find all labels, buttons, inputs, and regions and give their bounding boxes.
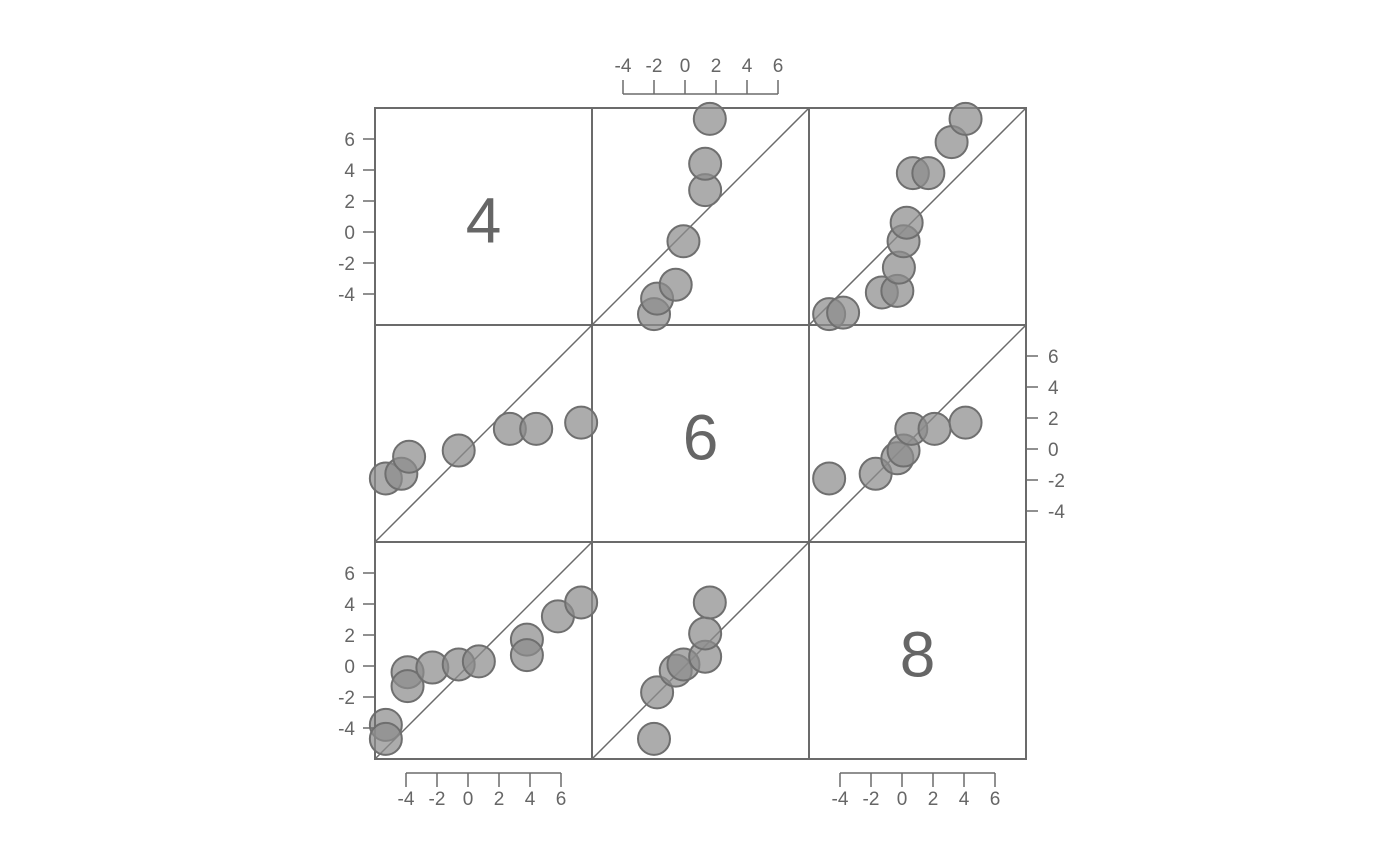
- x-tick-label: 0: [680, 56, 691, 77]
- y-tick-label: 0: [1048, 440, 1059, 461]
- data-point: [519, 411, 554, 446]
- data-point: [564, 405, 599, 440]
- x-tick-label: 0: [897, 789, 908, 810]
- data-point: [948, 101, 983, 136]
- x-tick-label: 4: [959, 789, 970, 810]
- data-points: [368, 101, 983, 756]
- data-point: [692, 101, 727, 136]
- y-tick-label: -2: [1048, 471, 1065, 492]
- y-tick-label: 6: [344, 564, 355, 585]
- data-point: [688, 146, 723, 181]
- reference-line-3: [374, 324, 593, 543]
- y-tick-label: -4: [1048, 502, 1065, 523]
- data-point: [390, 669, 425, 704]
- data-point: [368, 721, 403, 756]
- data-point: [392, 439, 427, 474]
- data-point: [911, 156, 946, 191]
- panel-frame-r2-c2: [808, 541, 1027, 760]
- x-tick-label: 2: [711, 56, 722, 77]
- data-point: [826, 295, 861, 330]
- y-tick-label: 4: [344, 595, 355, 616]
- data-point: [640, 675, 675, 710]
- data-point: [637, 721, 671, 756]
- x-tick-label: -2: [646, 56, 663, 77]
- data-point: [688, 616, 723, 651]
- data-point: [889, 205, 924, 240]
- x-tick-label: 6: [773, 56, 784, 77]
- data-point: [564, 585, 599, 620]
- y-tick-label: 6: [1048, 347, 1059, 368]
- y-tick-label: -4: [338, 719, 355, 740]
- data-point: [658, 267, 693, 302]
- y-tick-label: -2: [338, 688, 355, 709]
- data-point: [509, 638, 544, 673]
- y-tick-label: 2: [344, 192, 355, 213]
- y-tick-label: -2: [338, 254, 355, 275]
- y-tick-label: 0: [344, 223, 355, 244]
- y-tick-label: 2: [1048, 409, 1059, 430]
- x-tick-label: 2: [494, 789, 505, 810]
- y-tick-label: 4: [344, 161, 355, 182]
- x-tick-label: -4: [832, 789, 849, 810]
- y-tick-label: 0: [344, 657, 355, 678]
- data-point: [917, 411, 952, 446]
- x-tick-label: -2: [429, 789, 446, 810]
- data-point: [692, 585, 727, 620]
- x-tick-label: 6: [556, 789, 567, 810]
- x-tick-label: -4: [615, 56, 632, 77]
- x-tick-label: 2: [928, 789, 939, 810]
- x-tick-label: -2: [863, 789, 880, 810]
- y-tick-label: 4: [1048, 378, 1059, 399]
- x-tick-label: -4: [398, 789, 415, 810]
- data-point: [461, 644, 496, 679]
- x-tick-label: 6: [990, 789, 1001, 810]
- data-point: [441, 433, 476, 468]
- y-tick-label: 6: [344, 130, 355, 151]
- data-point: [948, 405, 983, 440]
- data-point: [666, 224, 701, 259]
- diagonal-labels: 4 6 8: [466, 185, 936, 691]
- y-tick-label: 2: [344, 626, 355, 647]
- diagonal-label-1: 4: [466, 185, 502, 257]
- x-tick-label: 4: [742, 56, 753, 77]
- y-tick-label: -4: [338, 285, 355, 306]
- diagonal-label-3: 8: [900, 619, 936, 691]
- data-point: [812, 461, 847, 496]
- x-tick-label: 4: [525, 789, 536, 810]
- x-tick-label: 0: [463, 789, 474, 810]
- reference-line-1: [591, 107, 810, 326]
- diagonal-label-2: 6: [683, 402, 719, 474]
